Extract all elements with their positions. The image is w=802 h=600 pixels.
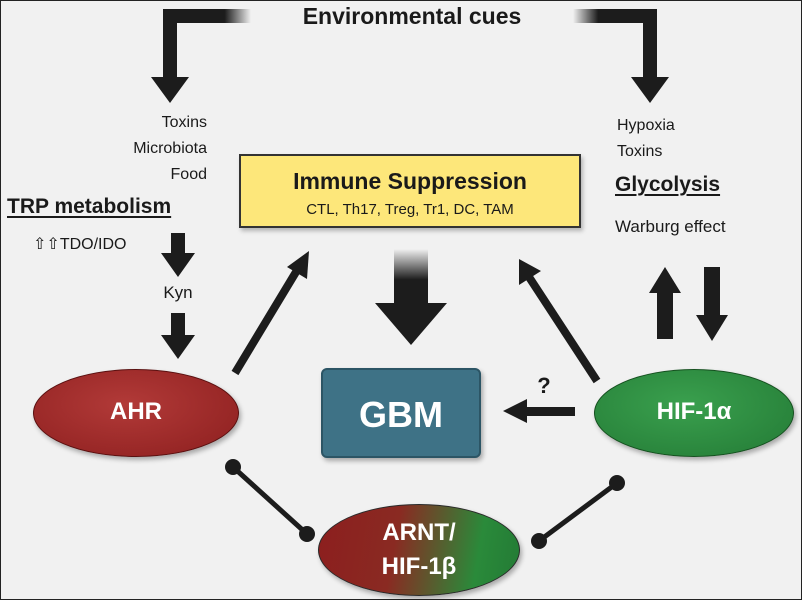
ahr-label: AHR — [110, 398, 162, 425]
arrow-cues-to-right — [573, 9, 669, 103]
right-input-toxins: Toxins — [617, 143, 663, 160]
arrow-kyn-to-ahr — [161, 313, 195, 359]
connector-ahr-arnt — [225, 459, 315, 542]
arrow-hif1a-to-immune — [519, 259, 601, 384]
arrow-glycolysis-down — [696, 267, 728, 341]
hif1a-label: HIF-1α — [656, 398, 732, 425]
arrow-hif1a-to-gbm — [503, 399, 575, 423]
connector-hif1a-arnt — [531, 475, 625, 549]
left-input-toxins: Toxins — [161, 114, 207, 131]
arrow-ahr-to-immune — [231, 251, 309, 376]
immune-suppression-title: Immune Suppression — [293, 168, 527, 194]
arnt-label-line2: HIF-1β — [381, 553, 457, 580]
immune-cell-types: CTL, Th17, Treg, Tr1, DC, TAM — [306, 201, 514, 218]
ahr-node: AHR — [33, 369, 239, 457]
immune-suppression-box: Immune Suppression CTL, Th17, Treg, Tr1,… — [239, 154, 581, 228]
trp-metabolism-heading: TRP metabolism — [7, 195, 172, 218]
hif1a-node: HIF-1α — [594, 369, 794, 457]
gbm-label: GBM — [359, 394, 443, 435]
arnt-label-line1: ARNT/ — [382, 519, 456, 546]
left-input-food: Food — [170, 166, 207, 183]
arrow-immune-to-gbm — [375, 249, 447, 345]
right-input-hypoxia: Hypoxia — [617, 117, 675, 134]
warburg-effect-label: Warburg effect — [615, 217, 726, 236]
arrow-cues-to-left — [151, 9, 251, 103]
kyn-label: Kyn — [163, 283, 193, 302]
arrow-trp-to-kyn — [161, 233, 195, 277]
question-mark: ? — [537, 373, 551, 398]
arnt-node: ARNT/ HIF-1β — [318, 504, 520, 596]
left-input-microbiota: Microbiota — [133, 140, 207, 157]
tdo-ido-label: ⇧⇧TDO/IDO — [33, 236, 127, 253]
diagram-title: Environmental cues — [302, 3, 522, 29]
glycolysis-heading: Glycolysis — [615, 173, 721, 196]
arrow-glycolysis-up — [649, 267, 681, 339]
gbm-box: GBM — [321, 368, 481, 458]
